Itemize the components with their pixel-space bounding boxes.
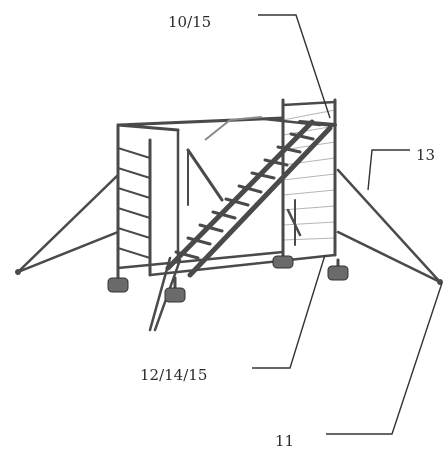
scaffold-tower — [15, 98, 443, 332]
wheel-back-right — [327, 258, 349, 281]
left-end-frame — [116, 123, 152, 277]
leader-line-13 — [367, 149, 410, 191]
right-inner-brace — [286, 199, 302, 246]
outriggers — [15, 168, 443, 332]
stairway — [165, 119, 337, 278]
callout-label-10-15: 10/15 — [168, 13, 211, 31]
castor-wheels — [107, 250, 349, 303]
callout-label-11: 11 — [275, 432, 294, 449]
callout-label-12-14-15: 12/14/15 — [140, 366, 207, 384]
leader-line-11 — [326, 282, 443, 435]
callout-labels: 10/15 13 12/14/15 11 — [140, 13, 435, 449]
wheel-front-left — [107, 266, 129, 293]
leader-line-12-14-15 — [252, 254, 326, 369]
callout-label-13: 13 — [416, 146, 435, 164]
top-guardrail — [116, 98, 337, 277]
leader-line-10-15 — [258, 14, 331, 119]
wheel-back-left — [272, 250, 294, 269]
back-brace — [186, 116, 263, 206]
leader-lines — [252, 14, 443, 435]
wheel-front-right — [164, 276, 186, 303]
